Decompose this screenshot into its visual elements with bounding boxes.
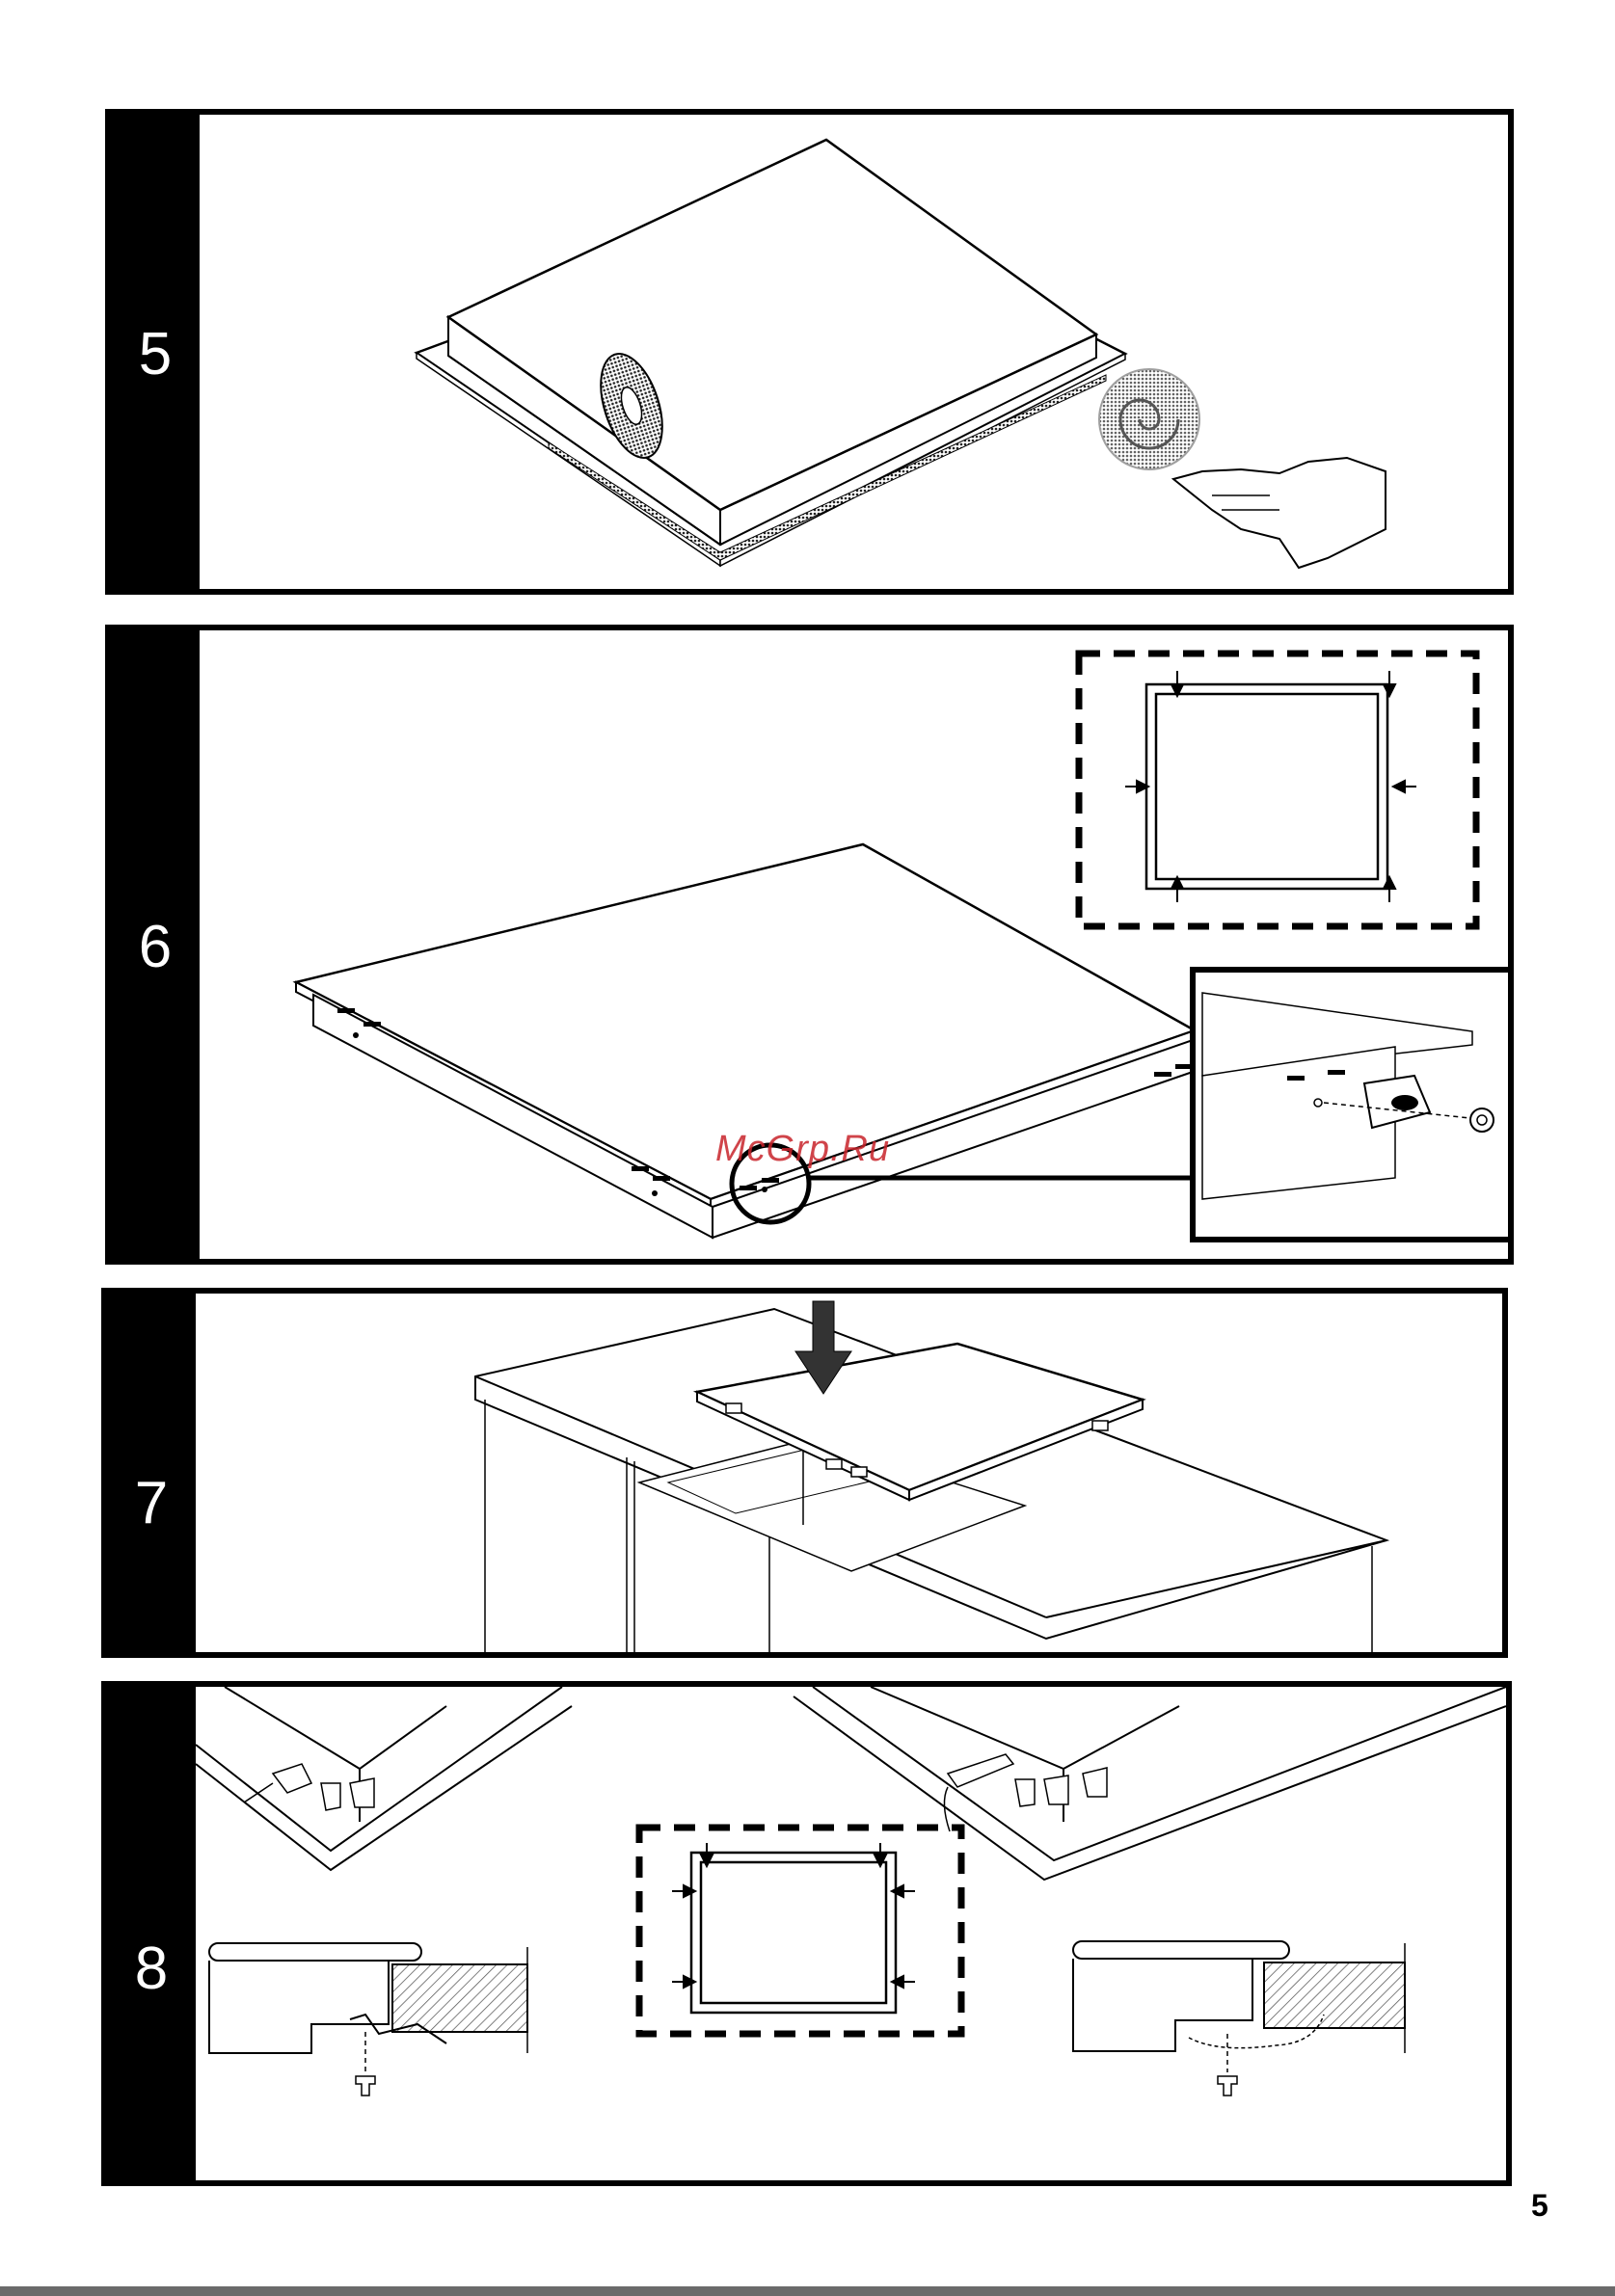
- page-number: 5: [1531, 2188, 1548, 2224]
- step-number: 5: [111, 325, 200, 385]
- step-number-bar: 6: [111, 630, 200, 1259]
- step-5-panel: 5: [105, 109, 1514, 595]
- step-number: 6: [111, 918, 200, 977]
- step-7-illustration: [196, 1294, 1502, 1652]
- step-number-bar: 5: [111, 115, 200, 589]
- step-8-illustration: [196, 1687, 1506, 2180]
- step-8-panel: 8: [101, 1681, 1512, 2186]
- step-number-bar: 8: [107, 1687, 196, 2180]
- bottom-rule: [0, 2286, 1615, 2296]
- step-7-panel: 7: [101, 1288, 1508, 1658]
- step-number-bar: 7: [107, 1294, 196, 1652]
- step-5-illustration: [200, 115, 1508, 589]
- step-number: 8: [107, 1939, 196, 1999]
- step-number: 7: [107, 1474, 196, 1534]
- watermark: McGrp.Ru: [715, 1129, 890, 1170]
